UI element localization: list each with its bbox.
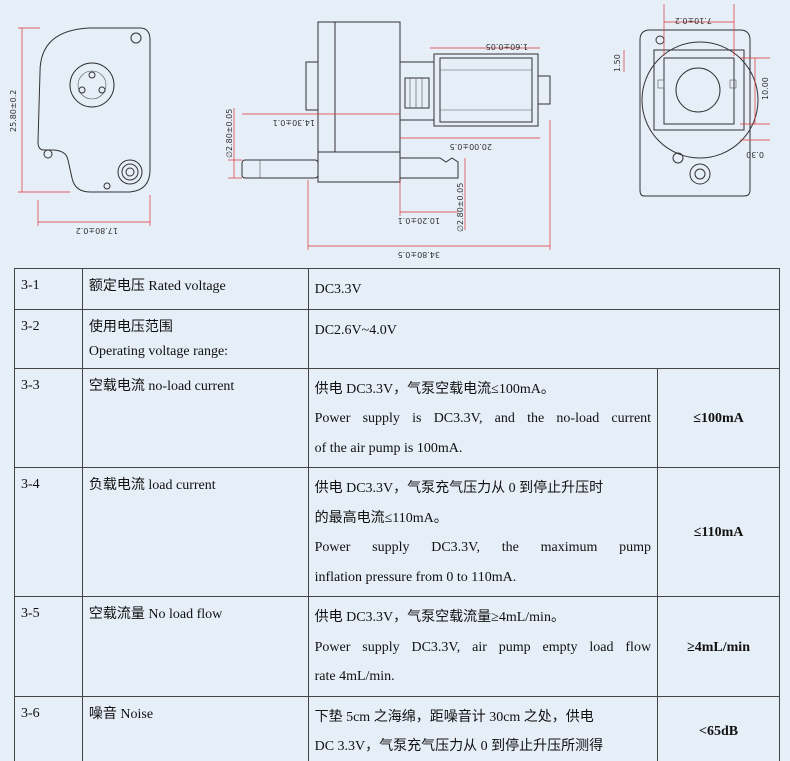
spec-row: 3-3 空载电流 no-load current 供电 DC3.3V，气泵空载电流≤…: [14, 367, 780, 468]
dim-dia-nozzle: ∅2.80±0.05: [456, 183, 465, 232]
spec-name-line: Operating voltage range:: [88, 343, 229, 359]
dim-r-right: 0.30: [746, 150, 764, 159]
dim-len-nozzle: 10.20±0.1: [398, 216, 440, 225]
spec-name: 负载电流 load current: [81, 467, 309, 597]
spec-description-line: 的最高电流≤110mA。: [314, 510, 448, 526]
spec-id: 3-6: [14, 695, 83, 761]
spec-name-line: 额定电压 Rated voltage: [88, 279, 226, 294]
spec-id: 3-4: [14, 467, 83, 597]
dim-width-right: 7.10±0.2: [675, 16, 712, 25]
spec-name: 空载流量 No load flow: [81, 596, 309, 697]
spec-id: 3-3: [14, 367, 83, 468]
spec-description: 下垫 5cm 之海绵，距噪音计 30cm 之处，供电 DC 3.3V，气泵充气压力…: [307, 695, 659, 761]
spec-name-line: 使用电压范围: [88, 319, 173, 335]
spec-description-line: DC3.3V: [314, 282, 362, 297]
spec-description-line: inflation pressure from 0 to 110mA.: [314, 569, 517, 585]
spec-description-line: DC 3.3V，气泵充气压力从 0 到停止升压所测得: [314, 739, 604, 754]
dim-height-right-small: 1.50: [613, 54, 622, 72]
technical-drawing: 25.80±0.2 17.80±0.2 1.60±0.05 ∅2.80±0.: [0, 0, 790, 262]
spec-row: 3-2 使用电压范围 Operating voltage range: DC2.6V~…: [14, 308, 781, 369]
spec-value: ≤100mA: [657, 367, 780, 468]
dim-len-motor: 1.60±0.05: [486, 42, 528, 51]
spec-description-line: Power supply is DC3.3V, and the no-load …: [314, 411, 652, 426]
spec-description-line: DC2.6V~4.0V: [314, 322, 397, 338]
spec-name-line: 空载电流 no-load current: [88, 378, 235, 394]
spec-name-line: 负载电流 load current: [88, 478, 216, 493]
dim-dia-shaft: ∅2.80±0.05: [225, 109, 234, 158]
spec-description-line: of the air pump is 100mA.: [314, 440, 463, 456]
dim-height-right: 10.00: [761, 77, 770, 100]
spec-description-line: Power supply DC3.3V, air pump empty load…: [314, 639, 652, 655]
spec-row: 3-4 负载电流 load current 供电 DC3.3V，气泵充气压力从 0 …: [14, 467, 780, 597]
spec-description-line: 下垫 5cm 之海绵，距噪音计 30cm 之处，供电: [314, 709, 594, 725]
dim-len-total: 34.80±0.5: [398, 250, 440, 259]
dim-len-body: 20.00±0.5: [450, 142, 492, 151]
spec-name-line: 空载流量 No load flow: [88, 607, 223, 622]
side-view: 1.60±0.05 ∅2.80±0.05 14.30±0.1 20.00±0.5…: [225, 21, 551, 259]
spec-description-line: rate 4mL/min.: [314, 669, 395, 684]
spec-id: 3-2: [14, 308, 83, 369]
spec-value: ≥4mL/min: [657, 596, 780, 697]
back-view: 7.10±0.2 1.50 10.00 0.30: [613, 4, 770, 197]
spec-description-line: Power supply DC3.3V, the maximum pump: [314, 540, 652, 555]
spec-id: 3-1: [14, 268, 83, 310]
front-view: 25.80±0.2 17.80±0.2: [9, 27, 151, 235]
spec-description: 供电 DC3.3V，气泵空载电流≤100mA。 Power supply is D…: [307, 367, 659, 468]
spec-name: 额定电压 Rated voltage: [81, 268, 309, 310]
spec-description-line: 供电 DC3.3V，气泵空载流量≥4mL/min。: [314, 610, 565, 625]
spec-row: 3-6 噪音 Noise 下垫 5cm 之海绵，距噪音计 30cm 之处，供电 DC …: [14, 695, 780, 761]
spec-description: 供电 DC3.3V，气泵空载流量≥4mL/min。 Power supply DC…: [307, 596, 659, 697]
spec-name: 噪音 Noise: [81, 695, 309, 761]
dim-height-left: 25.80±0.2: [9, 90, 18, 132]
spec-table: 3-1 额定电压 Rated voltage DC3.3V 3-2 使用电压范围 Oper…: [14, 268, 781, 761]
spec-description: DC2.6V~4.0V: [307, 308, 781, 369]
spec-row: 3-1 额定电压 Rated voltage DC3.3V: [14, 268, 781, 310]
spec-row: 3-5 空载流量 No load flow 供电 DC3.3V，气泵空载流量≥4mL…: [14, 596, 780, 697]
spec-value: ≤110mA: [657, 467, 780, 597]
spec-description: DC3.3V: [307, 268, 781, 310]
dim-width-left: 17.80±0.2: [76, 226, 118, 235]
spec-description: 供电 DC3.3V，气泵充气压力从 0 到停止升压时的最高电流≤110mA。 Po…: [307, 467, 659, 597]
spec-value: <65dB: [657, 695, 780, 761]
spec-name-line: 噪音 Noise: [88, 706, 154, 722]
spec-description-line: 供电 DC3.3V，气泵充气压力从 0 到停止升压时: [314, 481, 604, 496]
dim-len-front: 14.30±0.1: [273, 118, 315, 127]
spec-description-line: 供电 DC3.3V，气泵空载电流≤100mA。: [314, 381, 555, 397]
spec-name: 使用电压范围 Operating voltage range:: [81, 308, 309, 369]
spec-name: 空载电流 no-load current: [81, 367, 309, 468]
spec-id: 3-5: [14, 596, 83, 697]
